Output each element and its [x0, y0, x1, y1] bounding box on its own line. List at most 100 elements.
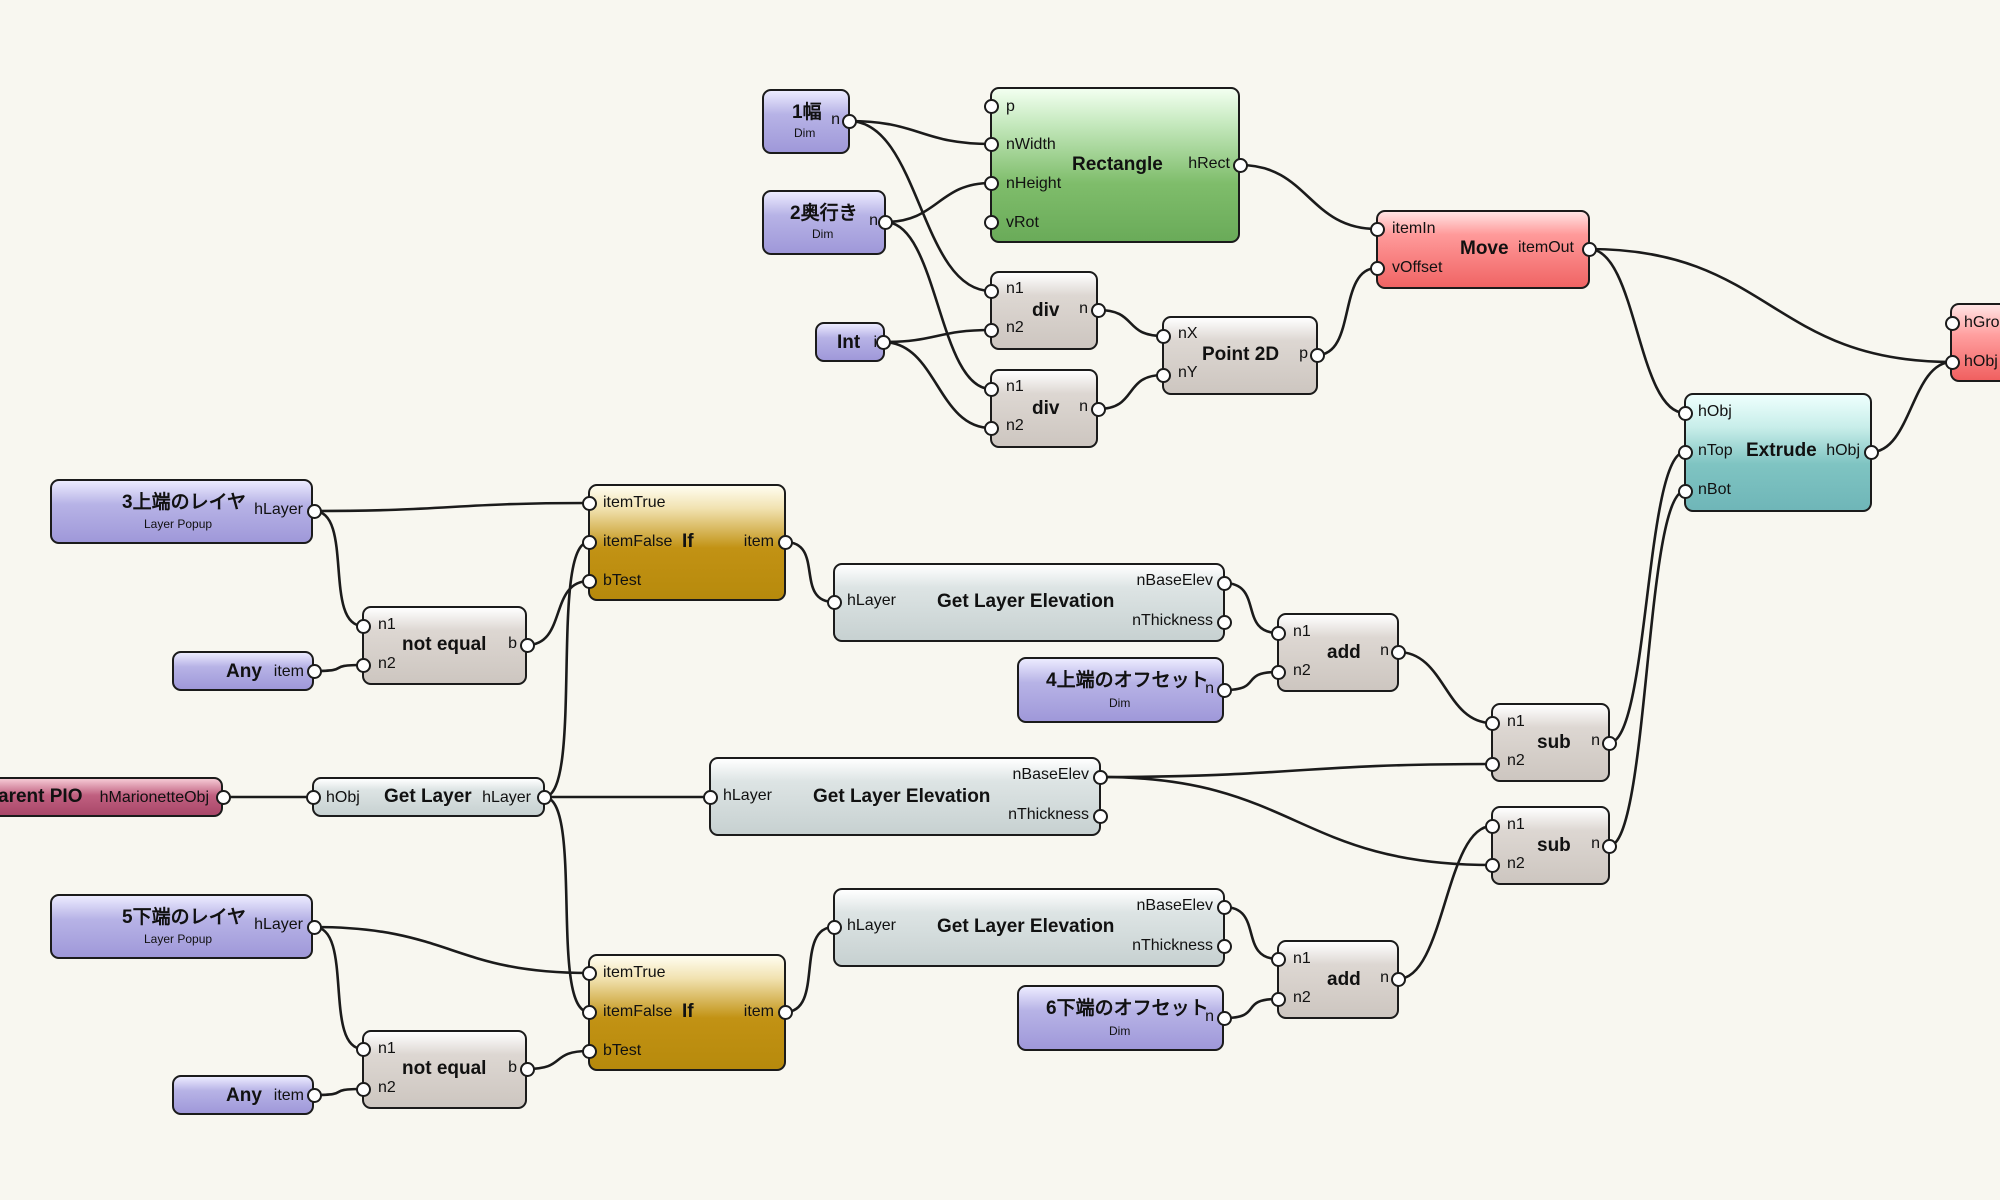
- port-connector[interactable]: [1863, 444, 1879, 460]
- port-connector[interactable]: [1216, 614, 1232, 630]
- port-connector[interactable]: [1677, 444, 1693, 460]
- top-layer-popup-node[interactable]: 3上端のレイヤ Layer Popup hLayer: [50, 479, 313, 544]
- port-connector[interactable]: [306, 503, 322, 519]
- port-connector[interactable]: [1216, 575, 1232, 591]
- port-connector[interactable]: [306, 1087, 322, 1103]
- not-equal-node-bottom[interactable]: not equal n1 n2 b: [362, 1030, 527, 1109]
- port-connector[interactable]: [983, 214, 999, 230]
- port-connector[interactable]: [1155, 328, 1171, 344]
- get-layer-elevation-node-top[interactable]: Get Layer Elevation hLayer nBaseElev nTh…: [833, 563, 1225, 642]
- point2d-node[interactable]: Point 2D nX nY p: [1162, 316, 1318, 395]
- port-connector[interactable]: [841, 113, 857, 129]
- port-connector[interactable]: [983, 420, 999, 436]
- port-connector[interactable]: [1944, 315, 1960, 331]
- rectangle-node[interactable]: Rectangle p nWidth nHeight vRot hRect: [990, 87, 1240, 243]
- port-connector[interactable]: [1601, 838, 1617, 854]
- port-connector[interactable]: [581, 1043, 597, 1059]
- add-node-bottom[interactable]: add n1 n2 n: [1277, 940, 1399, 1019]
- dim-depth-node[interactable]: 2奥行き Dim n: [762, 190, 886, 255]
- port-connector[interactable]: [1092, 769, 1108, 785]
- port-connector[interactable]: [1484, 857, 1500, 873]
- get-layer-elevation-node-bottom[interactable]: Get Layer Elevation hLayer nBaseElev nTh…: [833, 888, 1225, 967]
- port-connector[interactable]: [1390, 971, 1406, 987]
- div-node-1[interactable]: div n1 n2 n: [990, 271, 1098, 350]
- port-connector[interactable]: [777, 534, 793, 550]
- port-connector[interactable]: [1484, 715, 1500, 731]
- port-connector[interactable]: [1216, 682, 1232, 698]
- port-connector[interactable]: [1677, 405, 1693, 421]
- port-connector[interactable]: [983, 175, 999, 191]
- top-offset-dim-node[interactable]: 4上端のオフセット Dim n: [1017, 657, 1224, 723]
- port-connector[interactable]: [355, 1041, 371, 1057]
- port-connector[interactable]: [1677, 483, 1693, 499]
- bottom-layer-popup-node[interactable]: 5下端のレイヤ Layer Popup hLayer: [50, 894, 313, 959]
- port-connector[interactable]: [1090, 302, 1106, 318]
- port-connector[interactable]: [306, 663, 322, 679]
- port-connector[interactable]: [1216, 899, 1232, 915]
- port-connector[interactable]: [1270, 951, 1286, 967]
- bottom-offset-dim-node[interactable]: 6下端のオフセット Dim n: [1017, 985, 1224, 1051]
- port-connector[interactable]: [306, 919, 322, 935]
- port-connector[interactable]: [536, 789, 552, 805]
- sub-node-top[interactable]: sub n1 n2 n: [1491, 703, 1610, 782]
- port-connector[interactable]: [581, 1004, 597, 1020]
- if-node-bottom[interactable]: If itemTrue itemFalse bTest item: [588, 954, 786, 1071]
- port-connector[interactable]: [1484, 756, 1500, 772]
- port-connector[interactable]: [1369, 221, 1385, 237]
- port-connector[interactable]: [355, 657, 371, 673]
- int-node[interactable]: Int i: [815, 322, 885, 362]
- port-connector[interactable]: [519, 1061, 535, 1077]
- port-connector[interactable]: [983, 381, 999, 397]
- dim-width-node[interactable]: 1幅 Dim n: [762, 89, 850, 154]
- div-node-2[interactable]: div n1 n2 n: [990, 369, 1098, 448]
- port-connector[interactable]: [1232, 157, 1248, 173]
- port-connector[interactable]: [1090, 401, 1106, 417]
- port-connector[interactable]: [983, 136, 999, 152]
- port-connector[interactable]: [826, 594, 842, 610]
- input-port-label: nX: [1178, 325, 1198, 342]
- port-connector[interactable]: [1581, 241, 1597, 257]
- port-connector[interactable]: [215, 789, 231, 805]
- port-connector[interactable]: [1309, 347, 1325, 363]
- extrude-node[interactable]: Extrude hObj nTop nBot hObj: [1684, 393, 1872, 512]
- port-connector[interactable]: [1270, 991, 1286, 1007]
- port-connector[interactable]: [777, 1004, 793, 1020]
- port-connector[interactable]: [1390, 644, 1406, 660]
- port-connector[interactable]: [826, 919, 842, 935]
- port-connector[interactable]: [983, 283, 999, 299]
- port-connector[interactable]: [355, 1081, 371, 1097]
- port-connector[interactable]: [1369, 260, 1385, 276]
- port-connector[interactable]: [875, 334, 891, 350]
- port-connector[interactable]: [355, 618, 371, 634]
- port-connector[interactable]: [1092, 808, 1108, 824]
- port-connector[interactable]: [1216, 1010, 1232, 1026]
- port-connector[interactable]: [1601, 735, 1617, 751]
- port-connector[interactable]: [581, 534, 597, 550]
- port-connector[interactable]: [1270, 625, 1286, 641]
- port-connector[interactable]: [983, 322, 999, 338]
- port-connector[interactable]: [877, 214, 893, 230]
- any-node-top[interactable]: Any item: [172, 651, 314, 691]
- port-connector[interactable]: [1270, 664, 1286, 680]
- port-connector[interactable]: [1944, 354, 1960, 370]
- port-connector[interactable]: [1484, 818, 1500, 834]
- port-connector[interactable]: [702, 789, 718, 805]
- sub-node-bottom[interactable]: sub n1 n2 n: [1491, 806, 1610, 885]
- group-node-partial[interactable]: hGro hObj: [1950, 303, 2000, 382]
- port-connector[interactable]: [983, 98, 999, 114]
- port-connector[interactable]: [581, 495, 597, 511]
- port-connector[interactable]: [581, 965, 597, 981]
- get-layer-node[interactable]: hObj Get Layer hLayer: [312, 777, 545, 817]
- any-node-bottom[interactable]: Any item: [172, 1075, 314, 1115]
- port-connector[interactable]: [1216, 938, 1232, 954]
- not-equal-node-top[interactable]: not equal n1 n2 b: [362, 606, 527, 685]
- port-connector[interactable]: [1155, 367, 1171, 383]
- port-connector[interactable]: [519, 637, 535, 653]
- if-node-top[interactable]: If itemTrue itemFalse bTest item: [588, 484, 786, 601]
- get-layer-elevation-node-mid[interactable]: Get Layer Elevation hLayer nBaseElev nTh…: [709, 757, 1101, 836]
- move-node[interactable]: Move itemIn vOffset itemOut: [1376, 210, 1590, 289]
- add-node-top[interactable]: add n1 n2 n: [1277, 613, 1399, 692]
- port-connector[interactable]: [581, 573, 597, 589]
- parent-pio-node[interactable]: arent PIO hMarionetteObj: [0, 777, 223, 817]
- port-connector[interactable]: [305, 789, 321, 805]
